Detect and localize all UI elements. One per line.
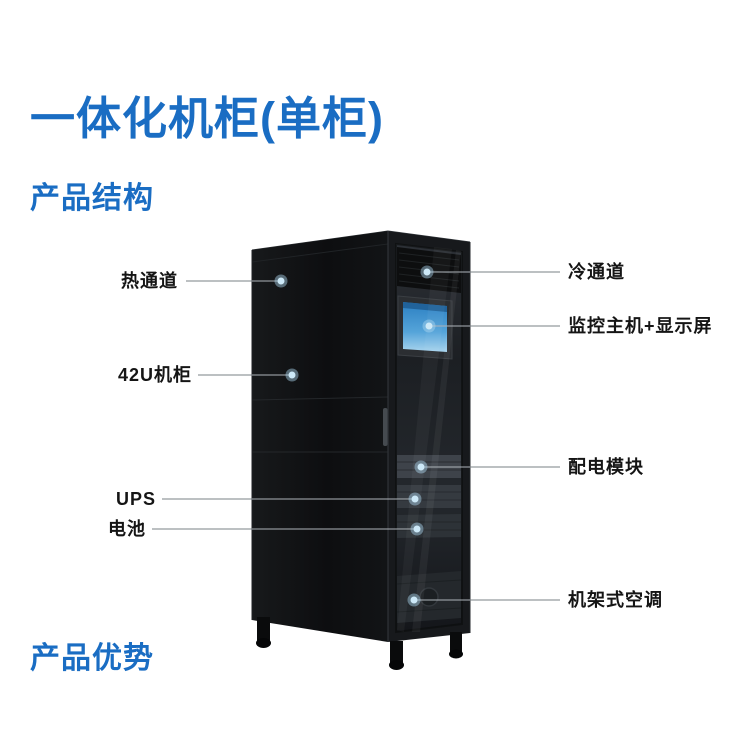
callout-dot-pdu: [414, 460, 428, 474]
callout-lines: [152, 271, 560, 601]
callout-dot-hot-aisle: [274, 274, 288, 288]
door-handle: [383, 408, 388, 446]
callout-label-cold-aisle: 冷通道: [568, 262, 625, 282]
callout-label-42u-cabinet: 42U机柜: [117, 365, 192, 385]
callout-label-hot-aisle: 热通道: [121, 271, 178, 291]
ups-module: [397, 485, 461, 508]
callout-label-rack-air-conditioner: 机架式空调: [568, 590, 663, 610]
cabinet-side-panel: [252, 231, 388, 642]
cabinet-body: [251, 230, 471, 670]
cabinet-feet: [256, 617, 463, 670]
section-title-structure: 产品结构: [30, 182, 154, 215]
callout-label-ups: UPS: [115, 489, 156, 509]
page-title: 一体化机柜(单柜): [30, 93, 384, 144]
glass-reflection-1: [397, 247, 452, 632]
monitor-screen-header: [403, 302, 447, 312]
callout-dot-monitor: [422, 319, 436, 333]
callout-dots: [274, 265, 436, 607]
vent-slots: [398, 252, 460, 289]
callout-label-power-module: 配电模块: [568, 457, 644, 477]
callout-dot-ac: [407, 593, 421, 607]
side-panel-seam-1: [251, 396, 389, 401]
callout-dot-cold-aisle: [420, 265, 434, 279]
callout-label-battery: 电池: [108, 519, 146, 539]
callout-dot-battery: [410, 522, 424, 536]
battery-module: [397, 514, 461, 538]
monitor-screen: [403, 302, 447, 352]
callout-dot-ups: [408, 492, 422, 506]
section-title-advantages: 产品优势: [30, 642, 154, 675]
glass-reflection-2: [412, 250, 461, 632]
side-panel-seam-top: [251, 243, 389, 263]
callout-dot-42u: [285, 368, 299, 382]
callout-label-monitor-display: 监控主机+显示屏: [568, 316, 713, 336]
air-conditioner-fan: [419, 587, 439, 607]
